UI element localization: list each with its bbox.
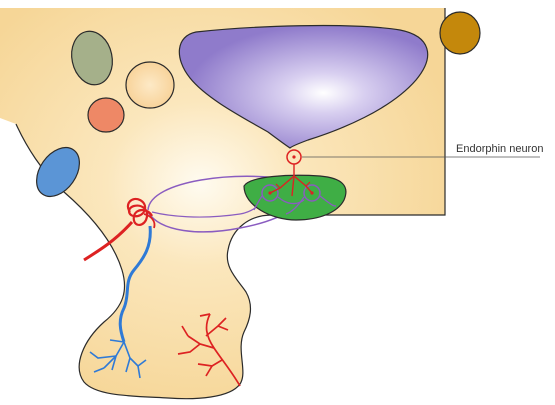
third-ventricle — [178, 24, 429, 149]
red-capillary-bed — [177, 313, 241, 387]
blue-vein — [118, 225, 152, 343]
arcuate-nucleus — [243, 174, 347, 221]
blue-cell — [36, 146, 80, 198]
blue-capillary-bed — [89, 339, 147, 379]
endorphin-neuron-label: Endorphin neuron — [456, 143, 543, 155]
red-artery — [83, 221, 134, 262]
nucleus-neurons — [253, 184, 337, 215]
olive-cell — [71, 30, 113, 86]
tissue-left-border — [15, 8, 446, 400]
endorphin-neuron-cell — [269, 149, 313, 197]
red-coil — [126, 197, 156, 229]
brown-cell — [439, 11, 481, 55]
salmon-cell — [87, 97, 125, 133]
peach-cell — [125, 61, 175, 109]
